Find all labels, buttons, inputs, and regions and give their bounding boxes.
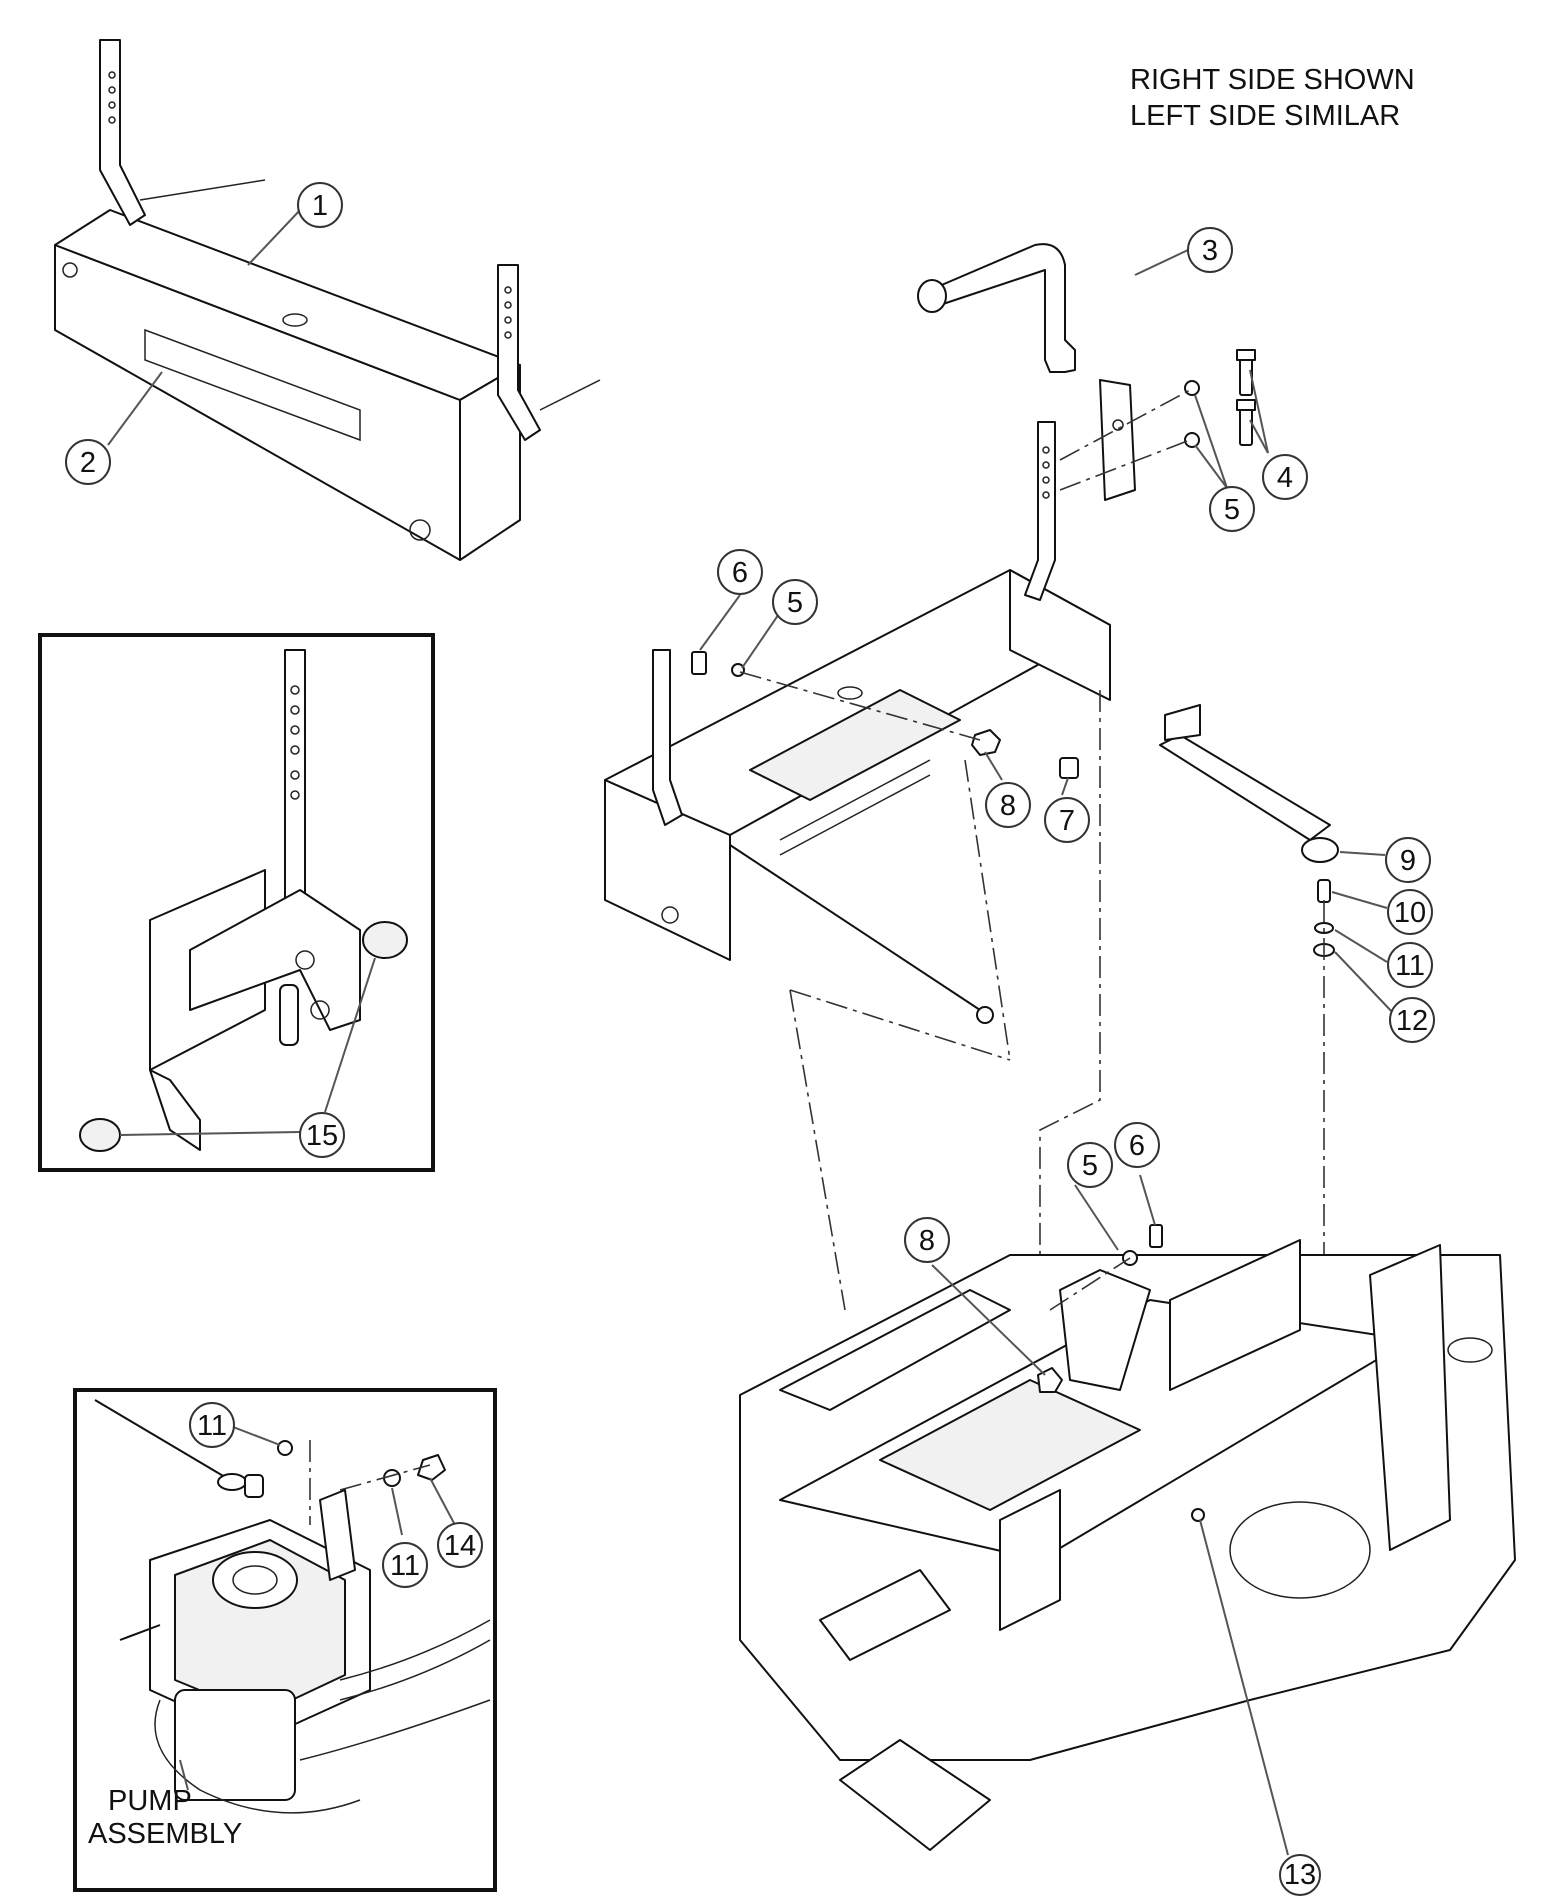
svg-text:11: 11 [197, 1410, 227, 1442]
svg-text:14: 14 [444, 1530, 476, 1562]
orientation-note-line-2: LEFT SIDE SIMILAR [1130, 100, 1401, 132]
frame-chassis-drawing [739, 1224, 1516, 1851]
svg-text:15: 15 [306, 1120, 338, 1152]
svg-text:11: 11 [1395, 950, 1425, 982]
callout-7: 7 [1044, 797, 1090, 843]
svg-text:8: 8 [919, 1225, 935, 1257]
pump-assembly-inset [73, 1388, 497, 1892]
callout-13: 13 [1279, 1854, 1321, 1896]
svg-text:5: 5 [787, 587, 803, 619]
svg-text:6: 6 [1129, 1130, 1145, 1162]
orientation-note: RIGHT SIDE SHOWN LEFT SIDE SIMILAR [1130, 62, 1415, 134]
callout-12: 12 [1389, 997, 1435, 1043]
callout-3: 3 [1187, 227, 1233, 273]
callout-8a: 8 [985, 782, 1031, 828]
svg-text:7: 7 [1059, 805, 1075, 837]
callout-5a: 5 [1209, 486, 1255, 532]
callout-2: 2 [65, 439, 111, 485]
svg-text:13: 13 [1284, 1859, 1316, 1891]
svg-text:5: 5 [1224, 494, 1240, 526]
svg-text:1: 1 [312, 190, 328, 222]
control-bracket-drawing [604, 243, 1339, 1325]
svg-text:8: 8 [1000, 790, 1016, 822]
svg-text:4: 4 [1277, 462, 1293, 494]
callout-9: 9 [1385, 837, 1431, 883]
svg-text:5: 5 [1082, 1150, 1098, 1182]
pivot-detail-drawing [79, 649, 408, 1152]
svg-text:6: 6 [732, 557, 748, 589]
callout-14: 14 [437, 1522, 483, 1568]
svg-text:2: 2 [80, 447, 96, 479]
console-assembly-drawing [54, 39, 601, 561]
pump-caption-line-2: ASSEMBLY [88, 1818, 242, 1850]
callout-5c: 5 [1067, 1142, 1113, 1188]
callout-6b: 6 [1114, 1122, 1160, 1168]
callout-4: 4 [1262, 454, 1308, 500]
svg-text:3: 3 [1202, 235, 1218, 267]
svg-text:10: 10 [1394, 897, 1426, 929]
svg-text:11: 11 [390, 1550, 420, 1582]
callout-1: 1 [297, 182, 343, 228]
callout-11a: 11 [1387, 942, 1433, 988]
pump-caption-line-1: PUMP [108, 1785, 192, 1817]
callout-11c: 11 [382, 1542, 428, 1588]
svg-text:9: 9 [1400, 845, 1416, 877]
svg-text:12: 12 [1396, 1005, 1428, 1037]
callout-8b: 8 [904, 1217, 950, 1263]
pump-assembly-drawing [94, 1399, 491, 1814]
callout-11b: 11 [189, 1402, 235, 1448]
callout-6a: 6 [717, 549, 763, 595]
callout-10: 10 [1387, 889, 1433, 935]
callout-5b: 5 [772, 579, 818, 625]
pivot-detail-inset [38, 633, 435, 1172]
orientation-note-line-1: RIGHT SIDE SHOWN [1130, 64, 1415, 96]
leader-lines [107, 207, 1396, 1856]
callout-15: 15 [299, 1112, 345, 1158]
